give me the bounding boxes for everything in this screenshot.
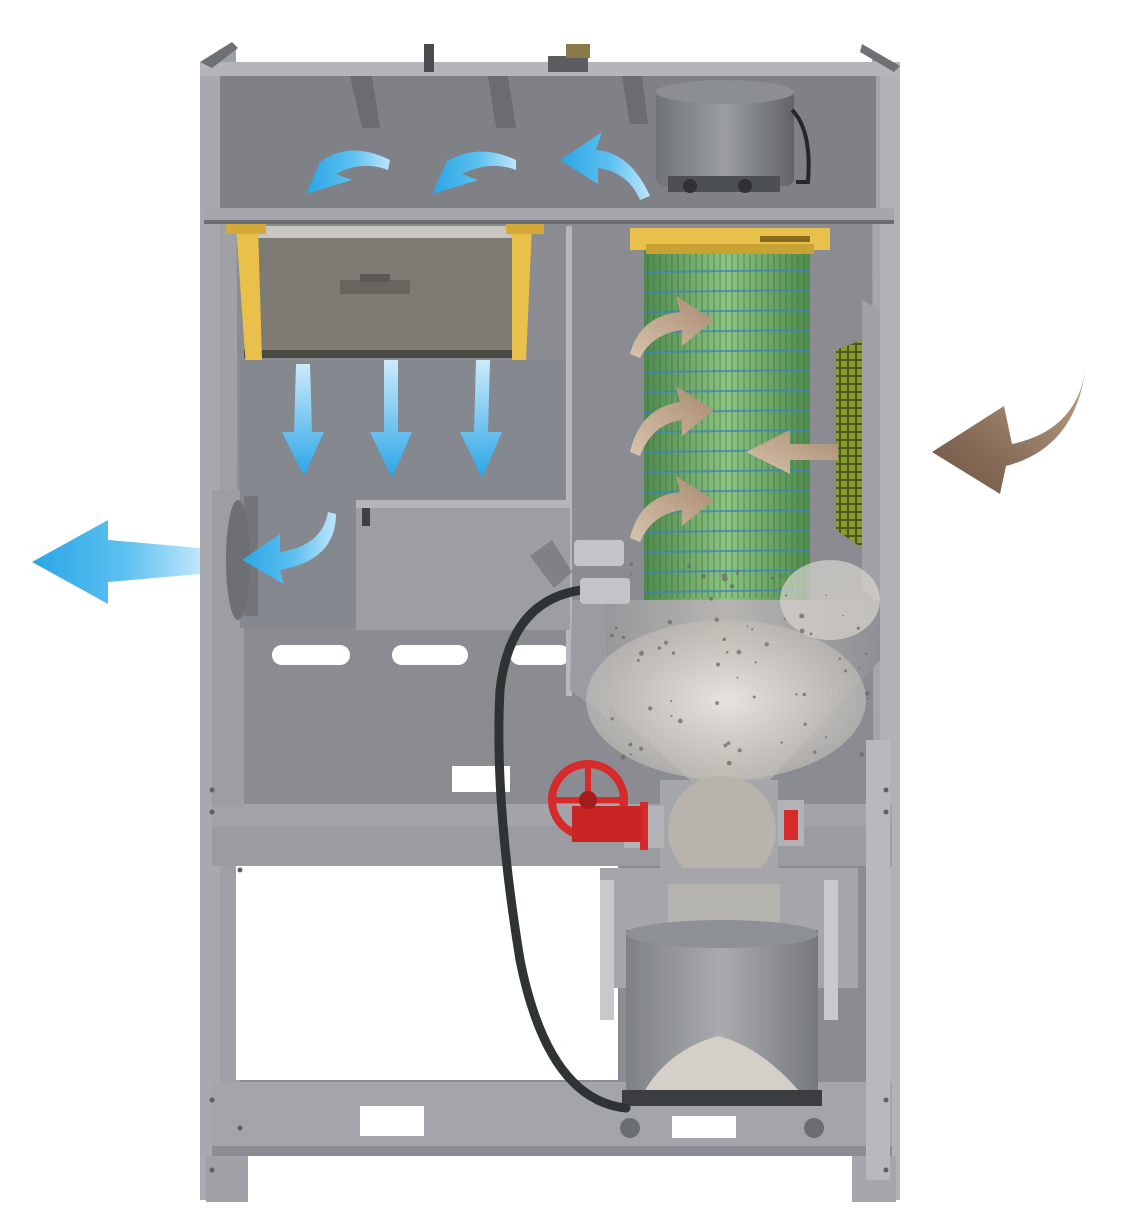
clean-air-arrow-down-2	[370, 360, 412, 478]
clean-air-arrow-curl	[242, 512, 336, 584]
dirty-air-inlet-arrow	[932, 366, 1086, 494]
dirty-air-arrow-up-1	[630, 296, 714, 358]
clean-air-flow-arrows	[32, 132, 650, 604]
muffler	[530, 540, 630, 604]
clean-air-outlet-arrow	[32, 520, 200, 604]
inlet-grille	[836, 300, 880, 600]
clean-air-arrow-down-1	[282, 364, 324, 476]
dust-hopper	[570, 560, 880, 780]
pre-filter-cassette	[226, 224, 544, 368]
dirty-air-flow-arrows	[630, 296, 1086, 542]
clean-air-arrow-plenum-2	[432, 150, 516, 194]
butterfly-valve-handwheel	[548, 760, 642, 842]
dirty-air-arrow-in	[746, 430, 838, 474]
clean-air-arrow-plenum-1	[306, 148, 390, 194]
compressed-air-hose	[494, 585, 631, 1113]
partition-wall	[566, 226, 572, 696]
dirty-air-arrow-up-2	[630, 386, 714, 456]
outlet-chamber	[226, 360, 570, 630]
collection-bin	[600, 868, 858, 1138]
fan-motor	[656, 80, 811, 193]
clean-air-arrow-plenum-3	[560, 132, 650, 200]
clean-air-arrow-down-3	[460, 360, 502, 478]
dirty-air-arrow-up-3	[630, 476, 714, 542]
